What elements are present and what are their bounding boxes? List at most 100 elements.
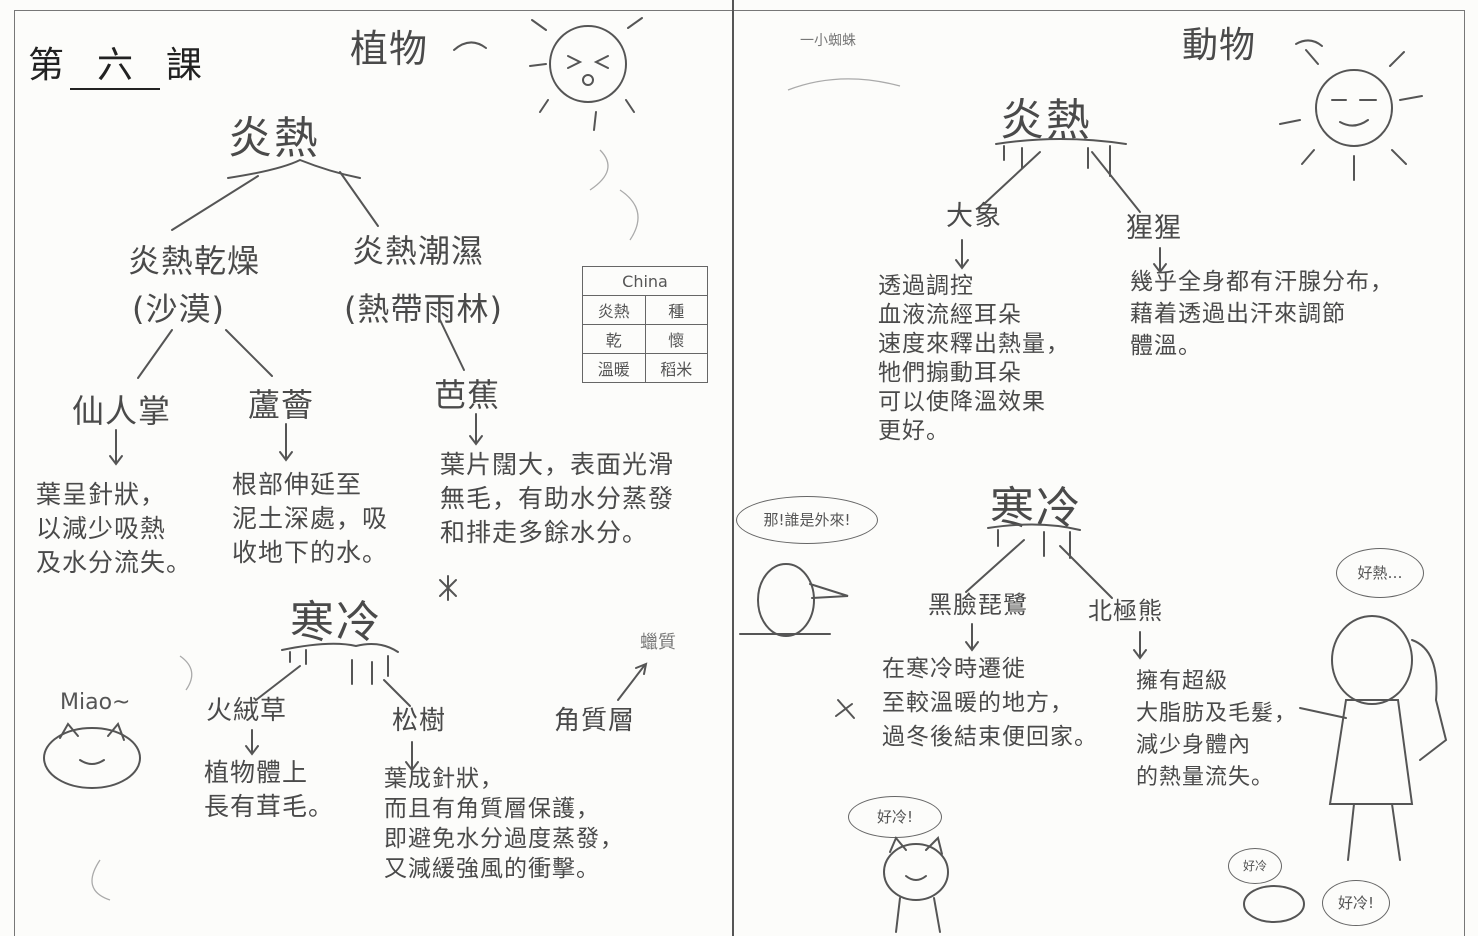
china-table: China 炎熱種 乾懷 溫暖稻米 [582, 266, 708, 383]
squiggle-decoration [619, 189, 639, 241]
elephant-desc-line: 更好。 [878, 418, 950, 444]
branch-line [1059, 545, 1113, 599]
aloe-name: 蘆薈 [248, 386, 315, 424]
spoonbill-name: 黑臉琵鷺 [928, 591, 1028, 619]
icicle-lines [1003, 145, 1111, 177]
pine-desc-line: 而且有角質層保護， [384, 796, 600, 822]
hot-dry-sub: (沙漠) [132, 290, 225, 328]
girl-speech-bubble: 好熱… [1336, 548, 1424, 598]
pine-desc: 葉成針狀， 而且有角質層保護， 即避免水分過度蒸發， 又減緩強風的衝擊。 [384, 764, 624, 884]
banana-desc-line: 和排走多餘水分。 [440, 518, 649, 547]
lesson-number: 六 [70, 36, 161, 90]
top-note: 一小蜘蛛 [800, 33, 856, 49]
edelweiss-name: 火絨草 [206, 696, 288, 726]
spoonbill-desc-line: 過冬後結束便回家。 [882, 724, 1098, 750]
cat-doodle-ears [59, 722, 125, 741]
polar-bear-desc-line: 大脂肪及毛髮， [1136, 701, 1298, 726]
bottom-speech-bubble: 好冷! [1322, 880, 1390, 926]
spoonbill-desc: 在寒冷時遷徙 至較溫暖的地方， 過冬後結束便回家。 [882, 652, 1098, 754]
cuticle-name: 角質層 [554, 706, 636, 736]
sun-right-face [1315, 69, 1393, 147]
branch-line [255, 665, 301, 701]
leaf-doodle-right [1295, 39, 1323, 47]
china-table-cell: 炎熱 [582, 295, 646, 325]
cat-doodle-ears-right [889, 836, 943, 855]
elephant-desc-line: 透過調控 [878, 273, 974, 299]
arrow-head [109, 455, 123, 466]
china-table-cell: 溫暖 [582, 353, 646, 383]
edelweiss-desc-line: 長有茸毛。 [204, 792, 335, 821]
hot-dry-label: 炎熱乾燥 [128, 242, 261, 280]
icicle-lines [997, 529, 1071, 559]
cat-doodle-mouth [79, 759, 105, 765]
cold-heading-underline [987, 523, 1081, 531]
arrow-head [1153, 263, 1167, 274]
bird-doodle-body [757, 563, 815, 637]
cat-doodle-legs-right [895, 897, 941, 933]
bird-speech-bubble: 那!誰是外來! [736, 496, 878, 544]
hot-humid-label: 炎熱潮濕 [352, 232, 485, 270]
pine-name: 松樹 [392, 706, 447, 736]
polar-bear-desc-line: 擁有超級 [1136, 669, 1229, 694]
arrow-head [405, 761, 419, 772]
elephant-desc-line: 牠們搧動耳朵 [878, 360, 1022, 386]
china-table-cell: 種 [644, 295, 708, 325]
page-border-top [14, 10, 1464, 11]
branch-line [171, 175, 259, 231]
aloe-desc-line: 泥土深處，吸 [232, 504, 389, 533]
cactus-name: 仙人掌 [72, 392, 172, 430]
cat-speech-bubble: 好冷! [848, 796, 942, 838]
sun-right-mouth [1339, 119, 1369, 127]
polar-bear-desc: 擁有超級 大脂肪及毛髮， 減少身體內 的熱量流失。 [1136, 666, 1297, 794]
lesson-suffix: 課 [166, 45, 203, 86]
cactus-desc: 葉呈針狀， 以減少吸熱 及水分流失。 [36, 478, 192, 580]
elephant-desc: 透過調控 血液流經耳朵 速度來釋出熱量， 牠們搧動耳朵 可以使降溫效果 更好。 [878, 272, 1070, 446]
plants-hot-heading: 炎熱 [228, 113, 320, 164]
branch-line [383, 679, 411, 707]
cat-doodle-body-right [883, 843, 949, 901]
lesson-heading: 第六課 [28, 36, 202, 90]
girl-doodle-hair [1411, 639, 1448, 761]
orangutan-desc-line: 藉着透過出汗來調節 [1130, 301, 1346, 327]
edelweiss-desc-line: 植物體上 [204, 758, 309, 787]
bird-doodle-beak [809, 583, 849, 599]
cactus-desc-line: 及水分流失。 [36, 548, 193, 577]
leaf-doodle [453, 41, 487, 51]
cat-doodle-mouth-right [905, 875, 927, 881]
banana-desc: 葉片闊大，表面光滑 無毛，有助水分蒸發 和排走多餘水分。 [440, 448, 674, 550]
branch-line [137, 329, 173, 379]
edelweiss-desc: 植物體上 長有茸毛。 [204, 756, 334, 824]
orangutan-desc-line: 體溫。 [1130, 333, 1202, 359]
squiggle-decoration [91, 859, 111, 901]
polar-bear-desc-line: 減少身體內 [1136, 733, 1252, 758]
branch-line [983, 151, 1041, 205]
pine-desc-line: 又減緩強風的衝擊。 [384, 856, 600, 882]
polar-bear-name: 北極熊 [1088, 597, 1163, 625]
arrow-head [469, 435, 483, 446]
cat-doodle-body [43, 727, 141, 789]
banana-desc-line: 無毛，有助水分蒸發 [440, 484, 675, 513]
aloe-desc-line: 收地下的水。 [232, 538, 389, 567]
orangutan-desc-line: 幾乎全身都有汗腺分布， [1130, 269, 1394, 295]
sun-left-face [549, 25, 627, 103]
animals-title: 動物 [1182, 25, 1257, 66]
arrow-head [245, 745, 259, 756]
orangutan-name: 猩猩 [1126, 213, 1182, 244]
branch-line [965, 539, 1025, 593]
icicle-lines [289, 649, 389, 685]
elephant-desc-line: 速度來釋出熱量， [878, 331, 1070, 357]
sun-left-rays [529, 17, 643, 131]
pine-desc-line: 即避免水分過度蒸發， [384, 826, 624, 852]
cat-label: Miao~ [60, 690, 131, 715]
branch-line [225, 329, 273, 377]
sun-left-eyes [567, 55, 609, 69]
orangutan-desc: 幾乎全身都有汗腺分布， 藉着透過出汗來調節 體溫。 [1130, 266, 1394, 362]
elephant-desc-line: 可以使降溫效果 [878, 389, 1046, 415]
branch-line [1091, 151, 1141, 213]
girl-doodle-head [1331, 615, 1413, 705]
cuticle-note: 蠟質 [640, 632, 676, 653]
small-speech-bubble: 好冷 [1228, 848, 1282, 884]
banana-name: 芭蕉 [434, 376, 501, 414]
page-border-right [1464, 10, 1465, 936]
